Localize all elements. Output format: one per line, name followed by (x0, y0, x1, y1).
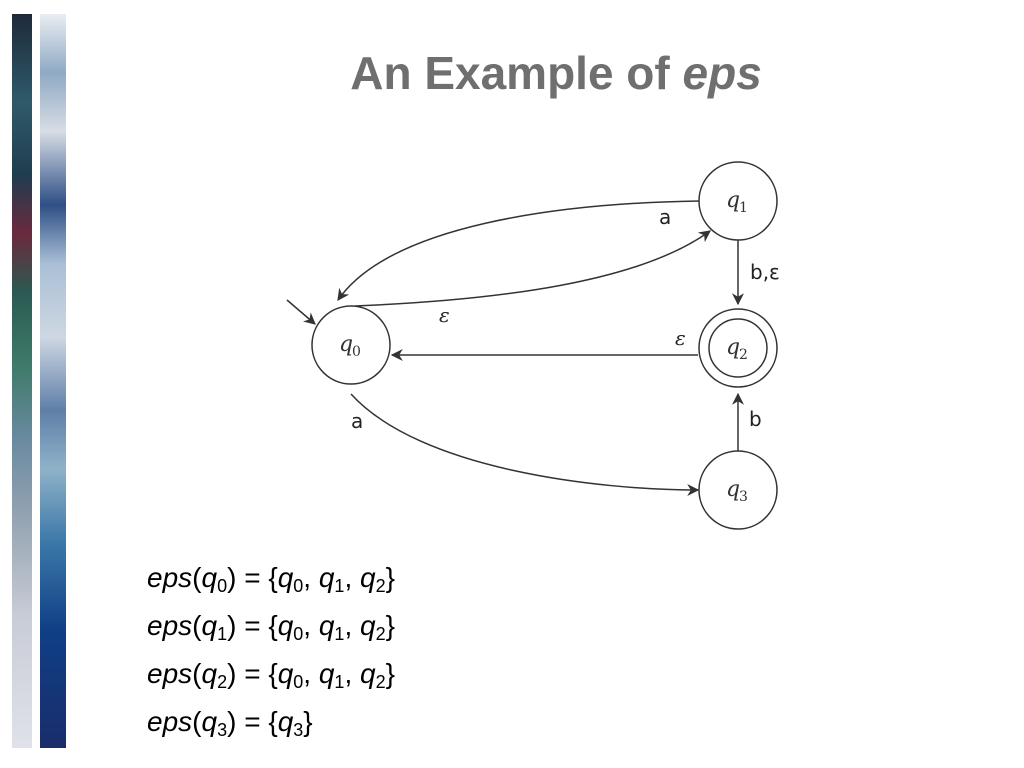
arg-base: q (201, 706, 218, 737)
set-item: q (318, 562, 335, 593)
set-item-sub: 1 (334, 672, 345, 692)
edge-q0-q3 (350, 393, 700, 496)
state-q3: q 3 (698, 450, 778, 530)
equals-sign: = (244, 706, 261, 737)
edge-label-q1-q0: a (659, 205, 671, 229)
set-item-sub: 3 (293, 720, 304, 740)
set-item-sub: 2 (375, 672, 386, 692)
set-item: q (318, 658, 335, 689)
set-item: q (360, 562, 376, 593)
eps-equation-q1: eps(q1) = {q0, q1, q2} (147, 610, 395, 644)
arg-sub: 1 (217, 624, 228, 644)
slide-title: An Example of eps (0, 46, 1024, 100)
state-q0-sub: 0 (352, 344, 361, 360)
edge-q0-q1 (354, 230, 711, 307)
fn-name: eps (147, 562, 193, 593)
set-item: q (360, 610, 376, 641)
decorative-stripe-dark (12, 14, 32, 748)
state-q0-label: q (339, 332, 353, 357)
arg-sub: 0 (217, 576, 228, 596)
state-q2: q 2 (698, 308, 778, 388)
state-q2-label: q (726, 335, 740, 360)
set-item: q (277, 610, 294, 641)
set-item-sub: 1 (334, 576, 345, 596)
title-main: An Example of (350, 47, 670, 99)
equals-sign: = (244, 610, 261, 641)
eps-closure-list: eps(q0) = {q0, q1, q2} eps(q1) = {q0, q1… (147, 558, 395, 750)
equals-sign: = (244, 562, 261, 593)
set-item: q (277, 658, 294, 689)
equals-sign: = (244, 658, 261, 689)
decorative-stripe-light (40, 14, 66, 748)
set-item-sub: 1 (334, 624, 345, 644)
fn-name: eps (147, 706, 193, 737)
fn-name: eps (147, 658, 193, 689)
set-item-sub: 2 (375, 624, 386, 644)
state-q2-sub: 2 (739, 347, 748, 363)
arg-base: q (201, 658, 218, 689)
set-item: q (318, 610, 335, 641)
title-emphasis: eps (682, 47, 762, 99)
edge-label-q2-q0: ε (675, 326, 686, 350)
set-item-sub: 0 (293, 624, 304, 644)
eps-equation-q2: eps(q2) = {q0, q1, q2} (147, 658, 395, 692)
set-item-sub: 0 (293, 672, 304, 692)
fn-name: eps (147, 610, 193, 641)
set-item: q (277, 706, 294, 737)
state-q1: q 1 (698, 161, 778, 241)
start-arrow (286, 299, 316, 325)
state-q3-label: q (726, 477, 740, 502)
state-q1-sub: 1 (739, 200, 748, 216)
set-item-sub: 2 (375, 576, 386, 596)
state-q1-label: q (726, 188, 740, 213)
accept-ring (708, 318, 768, 378)
arg-base: q (201, 610, 218, 641)
edge-label-q3-q2: b (749, 407, 762, 431)
set-item: q (277, 562, 294, 593)
state-q0: q 0 (311, 305, 391, 385)
edge-label-q0-q1: ε (439, 303, 450, 327)
edge-q1-q0 (337, 200, 701, 301)
edge-label-q1-q2: b,ε (750, 260, 780, 284)
set-item: q (360, 658, 376, 689)
set-item-sub: 0 (293, 576, 304, 596)
eps-equation-q0: eps(q0) = {q0, q1, q2} (147, 562, 395, 596)
arg-base: q (201, 562, 218, 593)
eps-equation-q3: eps(q3) = {q3} (147, 706, 313, 740)
edge-label-q0-q3: a (351, 409, 363, 433)
arg-sub: 2 (217, 672, 228, 692)
arg-sub: 3 (217, 720, 228, 740)
state-q3-sub: 3 (739, 489, 748, 505)
